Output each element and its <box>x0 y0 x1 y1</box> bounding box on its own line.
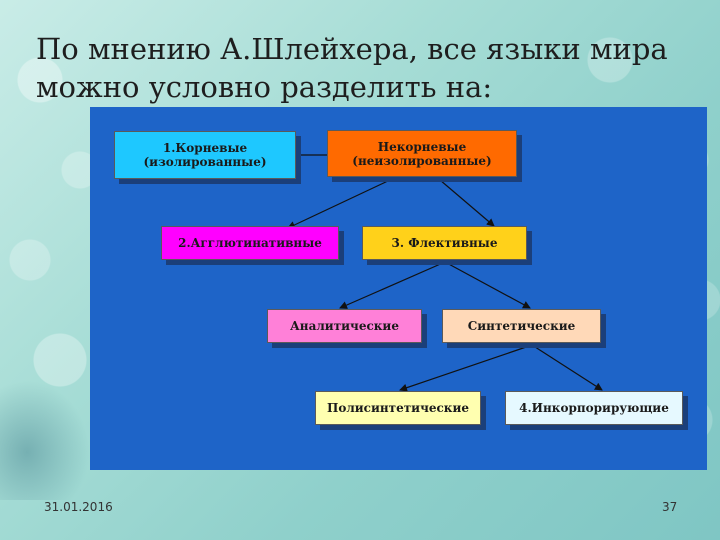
node-nonroot-line2: (неизолированные) <box>352 153 492 168</box>
node-polysynthetic: Полисинтетические <box>315 391 481 425</box>
node-nonroot: Некорневые (неизолированные) <box>327 130 517 177</box>
title-line-2: можно условно разделить на: <box>36 70 493 104</box>
title-line-1: По мнению А.Шлейхера, все языки мира <box>36 32 668 66</box>
node-root-line2: (изолированные) <box>143 155 267 169</box>
background-seascape <box>0 380 90 500</box>
slide-page-number: 37 <box>662 500 678 514</box>
node-nonroot-line1: Некорневые <box>377 139 467 154</box>
node-analytic-label: Аналитические <box>290 319 399 333</box>
slide-title: По мнению А.Шлейхера, все языки мира мож… <box>36 30 696 106</box>
node-agglutinative: 2.Агглютинативные <box>161 226 339 260</box>
node-analytic: Аналитические <box>267 309 422 343</box>
node-incorporating: 4.Инкорпорирующие <box>505 391 683 425</box>
slide-date: 31.01.2016 <box>44 500 113 514</box>
node-inflective-label: 3. Флективные <box>391 236 498 250</box>
node-root-line1: 1.Корневые <box>162 141 248 155</box>
node-synthetic-label: Синтетические <box>467 319 576 333</box>
node-root-isolating: 1.Корневые (изолированные) <box>114 131 296 179</box>
node-synthetic: Синтетические <box>442 309 601 343</box>
node-polysynthetic-label: Полисинтетические <box>326 401 470 415</box>
node-inflective: 3. Флективные <box>362 226 527 260</box>
node-agglutinative-label: 2.Агглютинативные <box>178 236 322 250</box>
node-incorporating-label: 4.Инкорпорирующие <box>519 401 669 415</box>
